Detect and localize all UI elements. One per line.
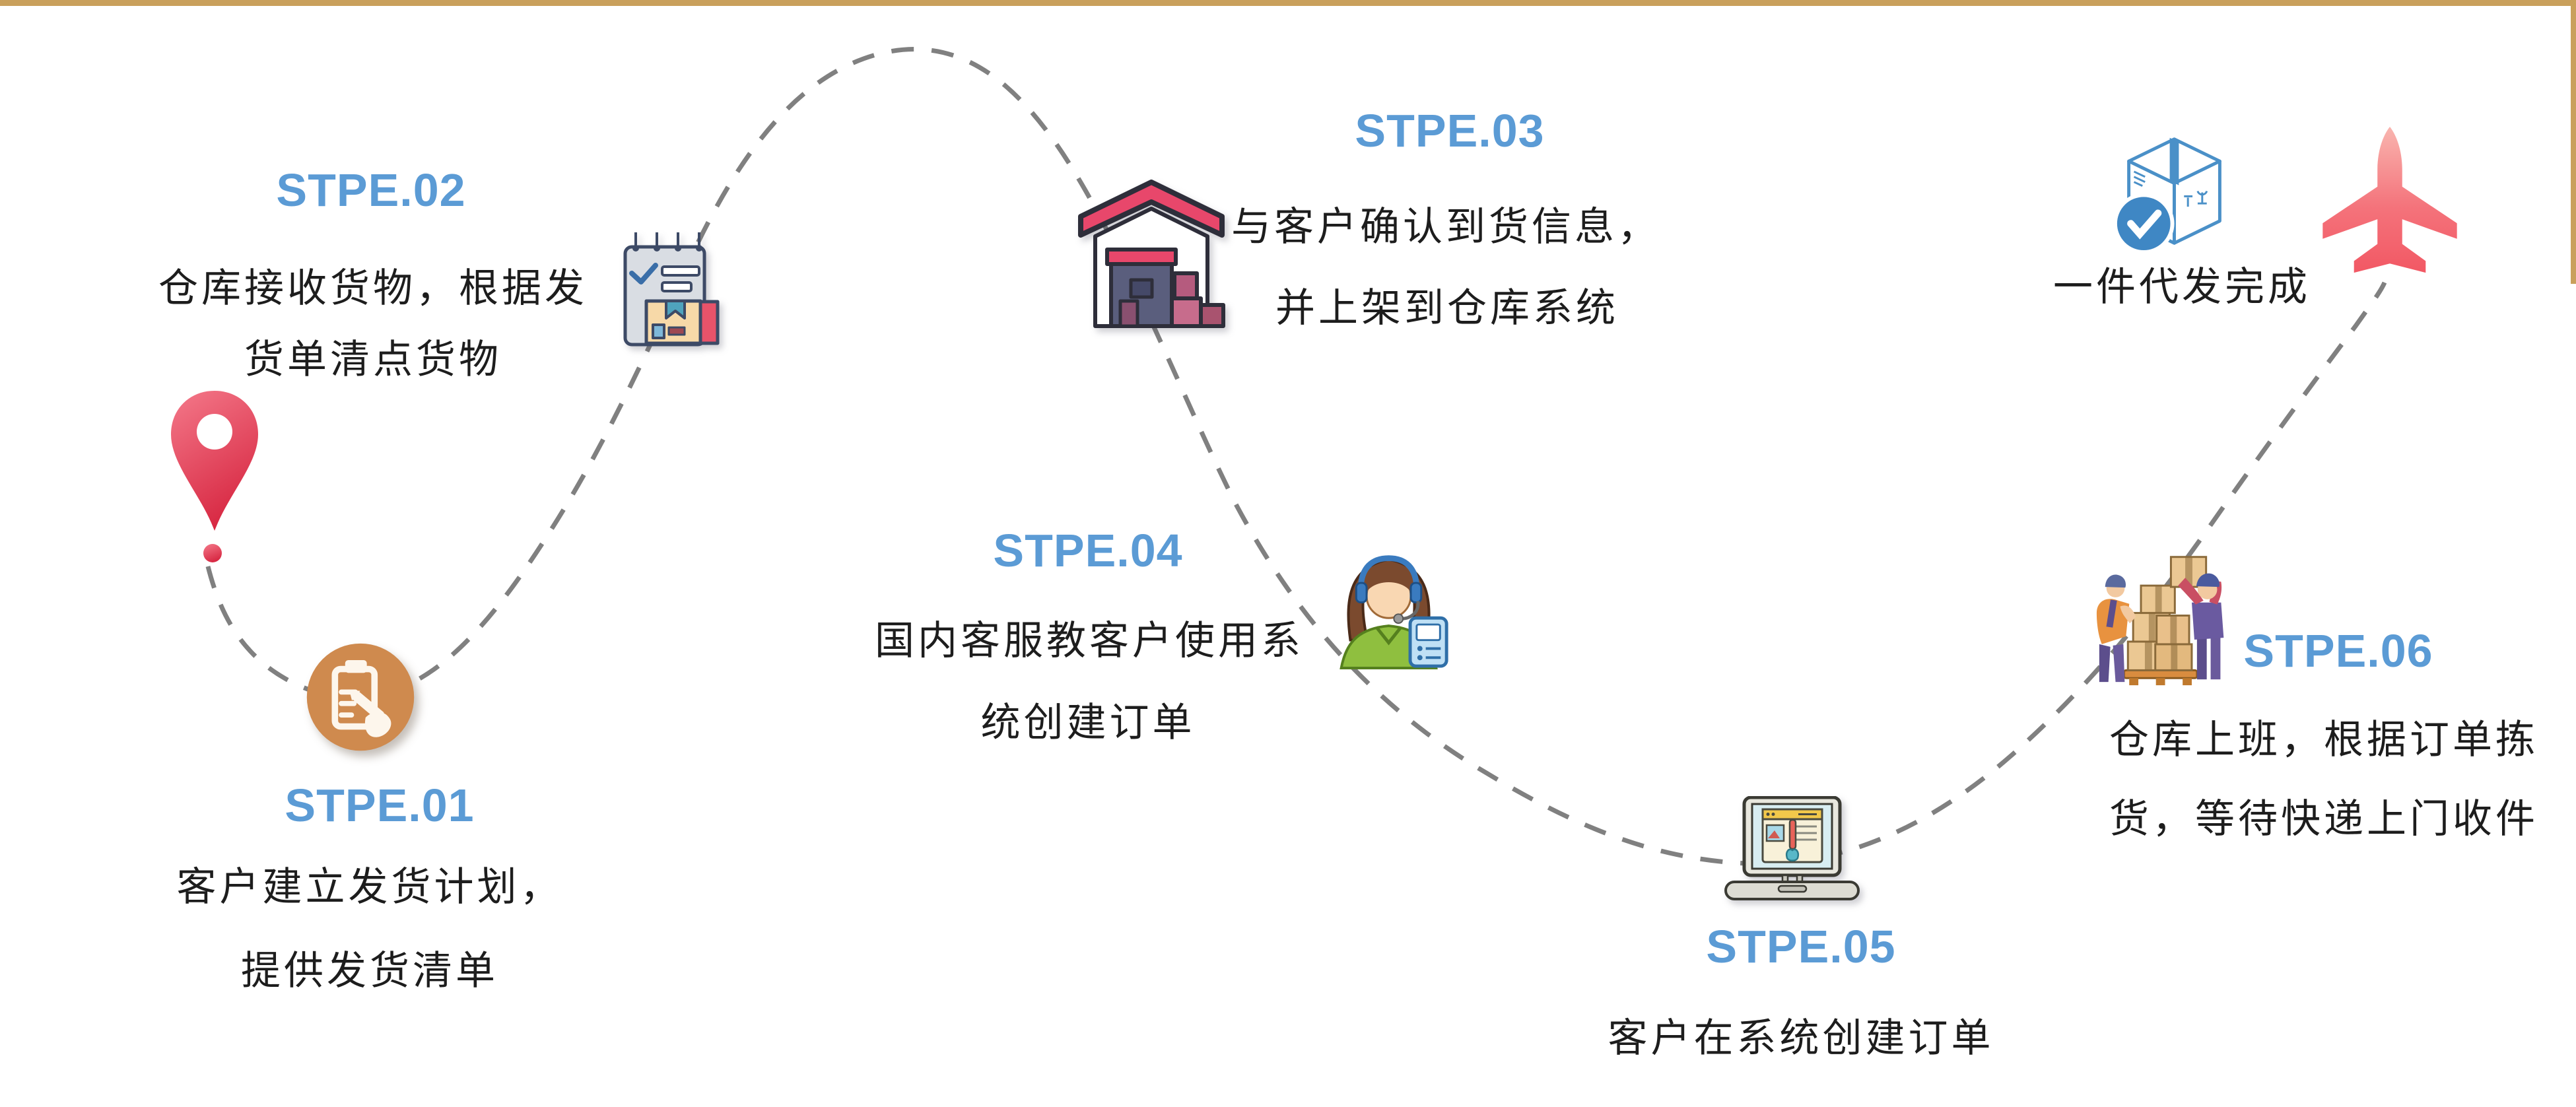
customer-service-icon [1339, 555, 1448, 669]
right-border-line [2571, 0, 2576, 284]
step1-title: STPE.01 [285, 780, 475, 831]
step2-caption-line2: 货单清点货物 [244, 337, 502, 382]
step4-caption-line2: 统创建订单 [980, 700, 1196, 745]
airplane-icon [2322, 126, 2457, 273]
warehouse-icon [1078, 180, 1225, 328]
order-edit-circle-icon [306, 643, 415, 751]
step3-caption-line1: 与客户确认到货信息， [1231, 205, 1660, 249]
package-check-icon [2113, 137, 2221, 254]
finish-caption: 一件代发完成 [2053, 265, 2311, 309]
top-border-line [0, 0, 2576, 6]
step4-title: STPE.04 [993, 525, 1183, 576]
step2-title: STPE.02 [276, 164, 466, 216]
step6-title: STPE.06 [2243, 625, 2433, 677]
checklist-package-icon [623, 232, 720, 347]
step6-caption-line2: 货，等待快递上门收件 [2109, 797, 2538, 841]
laptop-icon [1724, 796, 1860, 900]
step2-caption-line1: 仓库接收货物，根据发 [158, 266, 588, 310]
step5-caption-line1: 客户在系统创建订单 [1608, 1016, 1994, 1060]
step1-caption-line1: 客户建立发货计划， [176, 865, 563, 909]
step3-title: STPE.03 [1355, 105, 1545, 156]
step4-caption-line1: 国内客服教客户使用系 [875, 619, 1304, 663]
step6-caption-line1: 仓库上班，根据订单拣 [2109, 718, 2538, 762]
step1-caption-line2: 提供发货清单 [241, 949, 498, 993]
location-pin-icon [171, 391, 258, 562]
warehouse-workers-icon [2096, 556, 2224, 686]
step3-caption-line2: 并上架到仓库系统 [1275, 286, 1619, 330]
step5-title: STPE.05 [1706, 921, 1896, 972]
